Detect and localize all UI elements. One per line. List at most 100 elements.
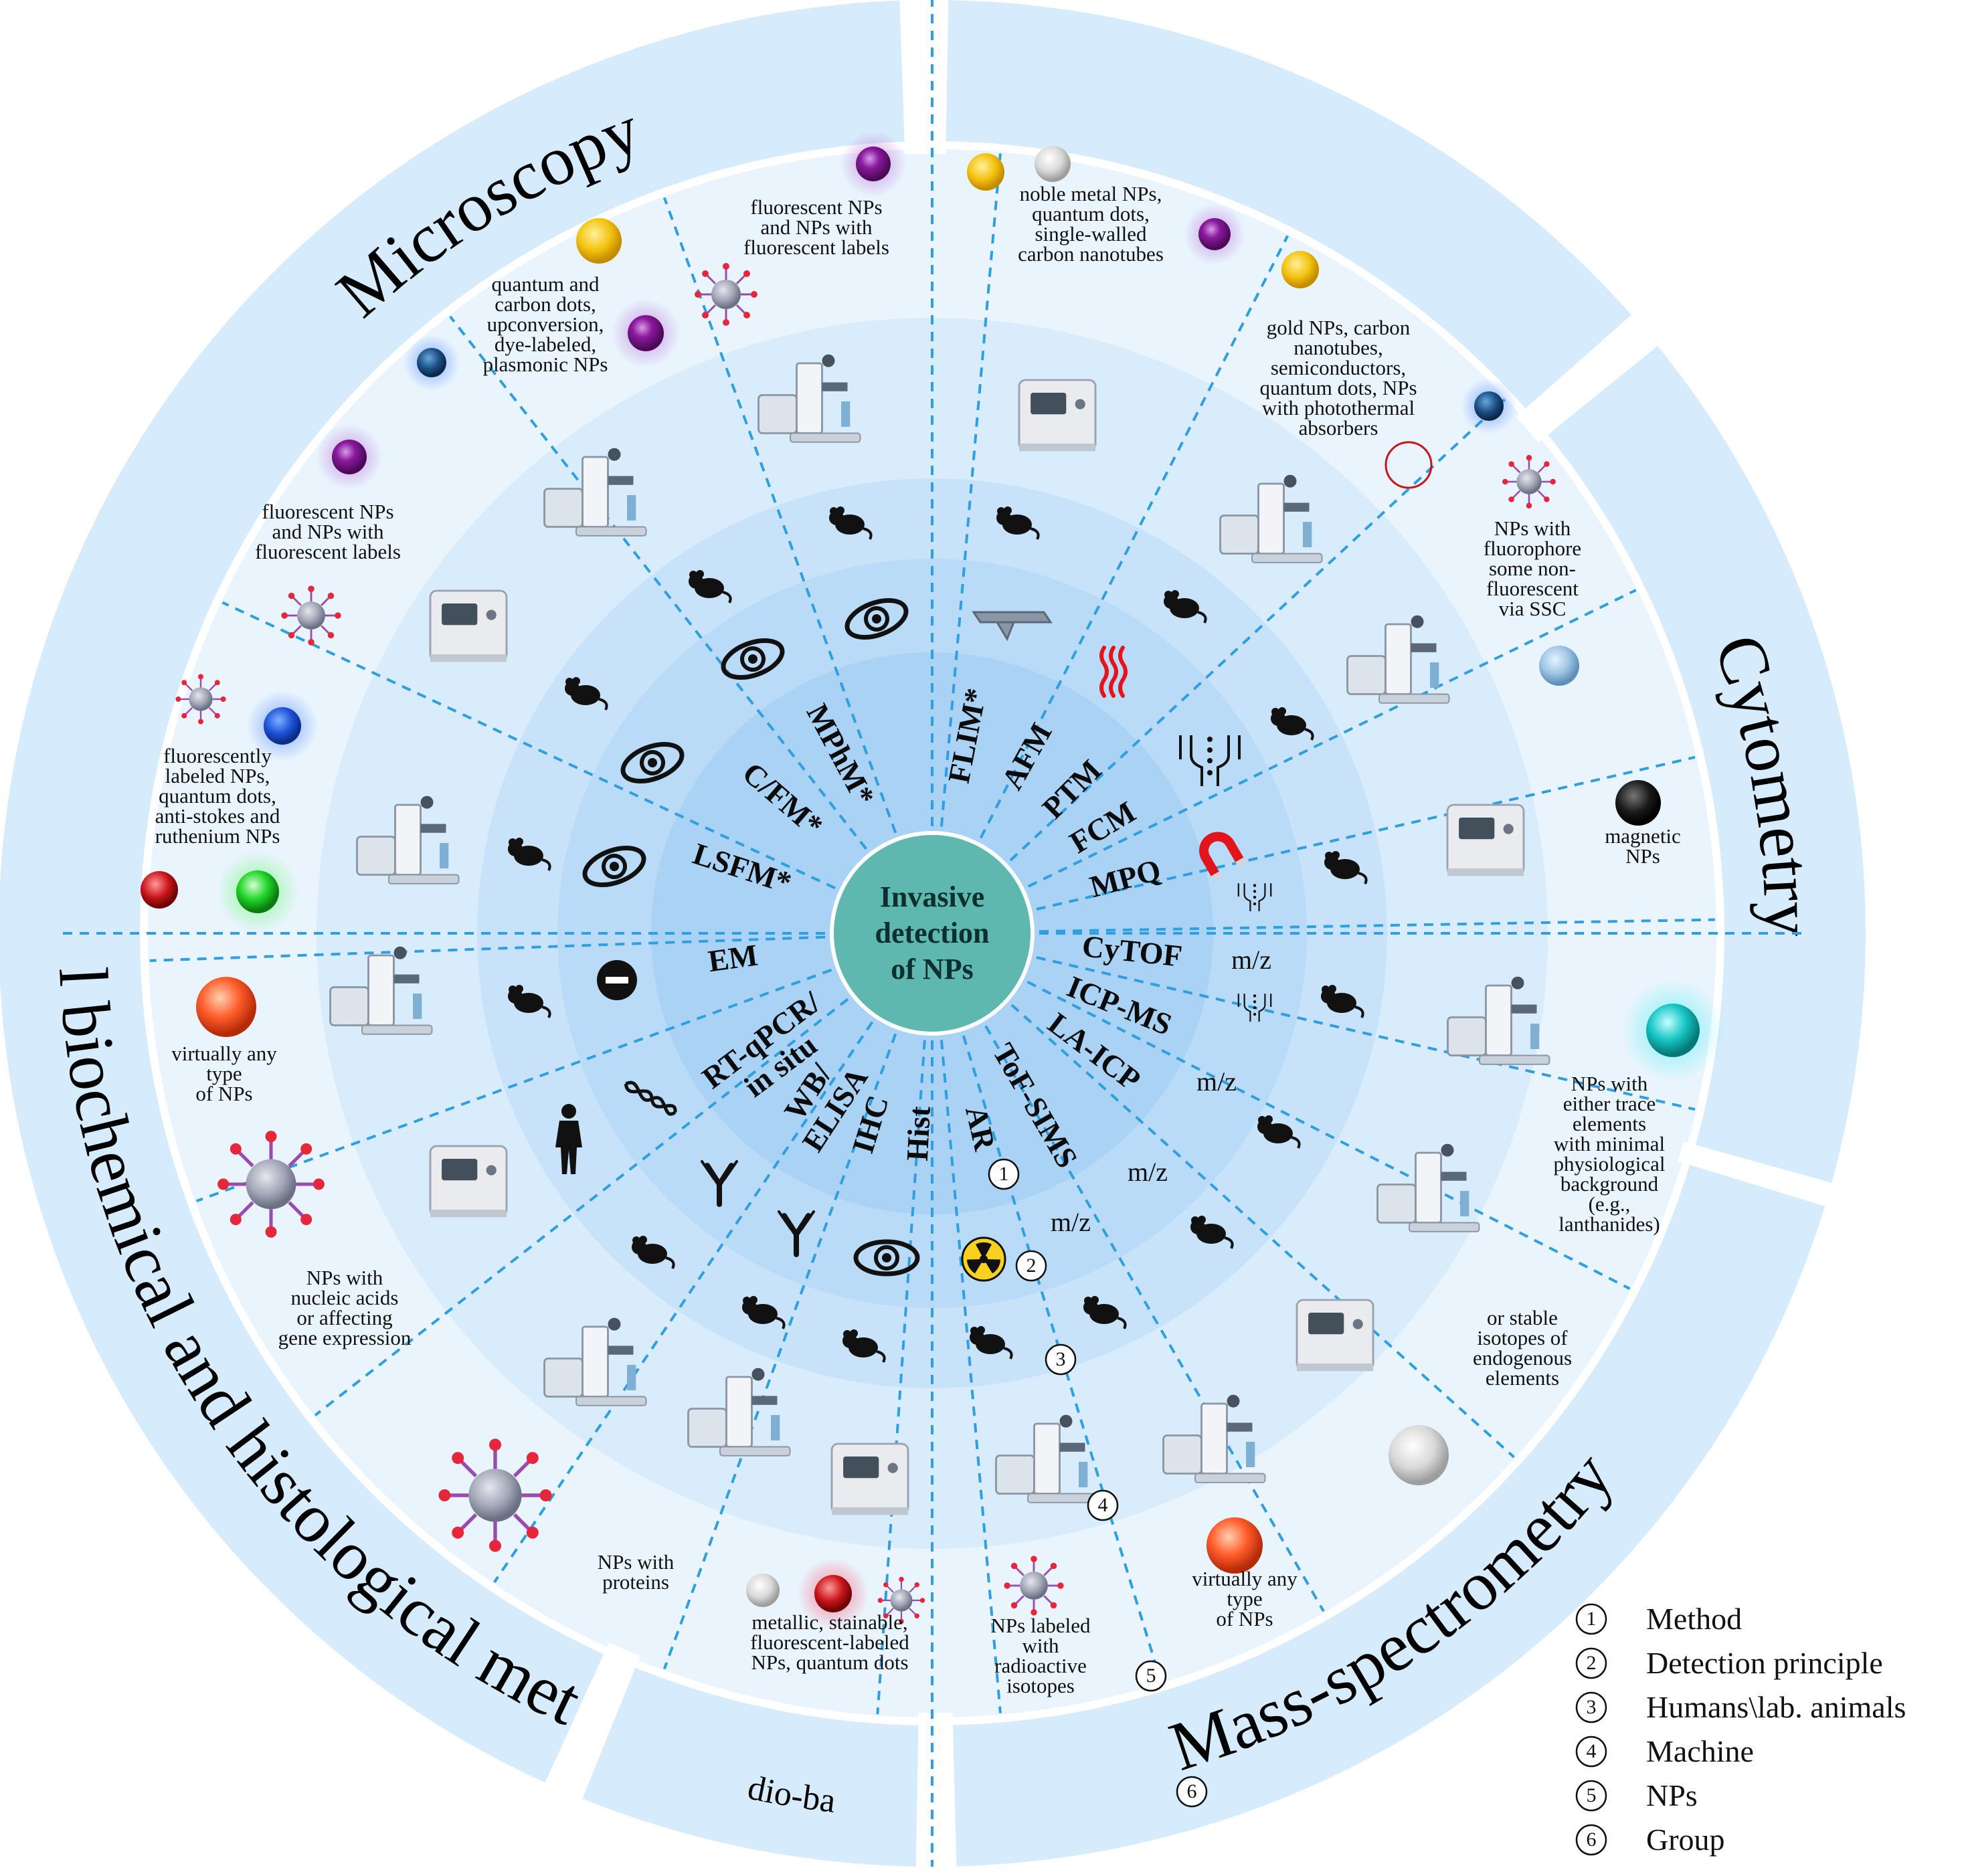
np-labeled-ar xyxy=(1002,1554,1065,1617)
np-tof-line-1: type xyxy=(1227,1587,1262,1610)
np-cytof-line-6: (e.g., xyxy=(1589,1192,1631,1216)
separator-5 xyxy=(1039,918,1715,933)
np-icp-line-1: isotopes of xyxy=(1477,1326,1568,1349)
np-afm-line-2: single-walled xyxy=(1035,222,1147,246)
np-red-hist xyxy=(814,1575,852,1612)
legend-item-1: 1 Method xyxy=(1575,1602,1742,1636)
legend-text-1: Method xyxy=(1646,1602,1742,1636)
separator-16 xyxy=(195,968,832,1203)
human-icon xyxy=(555,1104,582,1174)
heat-wave-icon-0 xyxy=(1099,646,1109,698)
np-lsfm-line-0: fluorescently xyxy=(163,744,272,767)
np-flim-line-1: and NPs with xyxy=(760,215,873,239)
machine-icon-4 xyxy=(1446,804,1525,877)
np-mphm-line-3: dye-labeled, xyxy=(495,333,596,356)
np-fcm-line-4: via SSC xyxy=(1499,597,1567,620)
separator-6 xyxy=(1036,956,1696,1111)
np-fluor-fcm xyxy=(1501,454,1557,510)
separator-3 xyxy=(1027,589,1637,888)
np-mphm-line-2: upconversion, xyxy=(487,312,604,336)
np-lsfm-line-2: quantum dots, xyxy=(159,784,276,808)
np-fluor-lsfm xyxy=(175,673,227,725)
legend-item-4: 4 Machine xyxy=(1575,1734,1754,1768)
np-cyan-cytof xyxy=(1646,1004,1700,1057)
np-rt-line-0: NPs with xyxy=(306,1266,383,1289)
np-mphm-line-4: plasmonic NPs xyxy=(483,353,608,376)
band-gap-3 xyxy=(915,1712,957,1870)
callout-1: 1 xyxy=(988,1158,1020,1190)
separator-13 xyxy=(662,1033,897,1670)
legend-text-2: Detection principle xyxy=(1646,1646,1883,1680)
callout-5: 5 xyxy=(1135,1660,1167,1692)
np-rt-line-2: or affecting xyxy=(296,1306,392,1329)
np-mphm-line-0: quantum and xyxy=(492,272,600,296)
np-mpq-line-1: NPs xyxy=(1625,844,1660,868)
afm-tip-icon xyxy=(972,611,1053,642)
legend-number-3: 3 xyxy=(1587,1696,1597,1718)
heat-wave-icon-2 xyxy=(1118,646,1128,698)
np-rt-line-1: nucleic acids xyxy=(291,1286,399,1309)
np-ptm-line-2: semiconductors, xyxy=(1271,356,1406,379)
np-ptm-line-1: nanotubes, xyxy=(1293,336,1382,359)
callout-number-6: 6 xyxy=(1187,1780,1197,1802)
machine-icon-13 xyxy=(429,1145,508,1218)
separator-8 xyxy=(1010,1004,1515,1459)
method-hist: Hist xyxy=(900,1105,937,1161)
callout-number-4: 4 xyxy=(1098,1494,1108,1516)
separator-0 xyxy=(940,153,1002,827)
np-icp-line-3: elements xyxy=(1486,1366,1559,1390)
band-gap-1 xyxy=(1516,312,1661,443)
np-mpq-line-0: magnetic xyxy=(1605,824,1681,848)
magnet-icon xyxy=(1199,832,1247,882)
em-minus-bar xyxy=(606,977,628,983)
legend-number-5: 5 xyxy=(1587,1784,1597,1806)
np-cytof-line-7: lanthanides) xyxy=(1558,1212,1660,1236)
np-purple-cfm xyxy=(332,440,367,474)
np-ar-line-0: NPs labeled xyxy=(991,1614,1091,1637)
np-rt-line-3: gene expression xyxy=(278,1326,412,1349)
center-circle xyxy=(830,831,1035,1036)
np-ptm-line-4: with photothermal xyxy=(1262,396,1415,419)
np-icp-line-0: or stable xyxy=(1487,1306,1558,1329)
heat-wave-icon-1 xyxy=(1109,646,1118,698)
np-blue-mphm xyxy=(417,348,446,377)
np-blue-ptm xyxy=(1474,391,1504,421)
np-cytof-line-5: background xyxy=(1560,1172,1659,1196)
legend-number-1: 1 xyxy=(1587,1608,1597,1630)
np-lsfm-line-1: labeled NPs, xyxy=(165,764,270,787)
np-dendrimer-ptm xyxy=(1385,441,1433,489)
band-inner-border xyxy=(140,141,1724,1725)
band-gap-4 xyxy=(543,1643,640,1802)
np-cytof-line-2: elements xyxy=(1573,1112,1646,1135)
np-hist-line-2: NPs, quantum dots xyxy=(751,1651,908,1674)
legend-text-5: NPs xyxy=(1646,1778,1698,1812)
separator-11 xyxy=(940,1040,1002,1713)
np-em-line-2: of NPs xyxy=(195,1082,252,1105)
method-em: EM xyxy=(706,937,760,978)
np-flim-line-0: fluorescent NPs xyxy=(750,195,882,219)
legend-text-6: Group xyxy=(1646,1822,1725,1857)
np-em-line-1: type xyxy=(206,1062,242,1085)
legend-text-4: Machine xyxy=(1646,1734,1754,1768)
legend-item-3: 3 Humans\lab. animals xyxy=(1575,1690,1906,1724)
legend-number-4: 4 xyxy=(1587,1740,1597,1762)
np-ihc-line-1: proteins xyxy=(602,1570,669,1594)
np-gold-mphm xyxy=(576,218,622,264)
callout-6: 6 xyxy=(1176,1776,1208,1808)
np-hist-line-1: fluorescent-labeled xyxy=(750,1630,909,1654)
callout-number-3: 3 xyxy=(1056,1348,1066,1370)
np-fcm-line-1: fluorophore xyxy=(1484,537,1581,560)
np-em-line-0: virtually any xyxy=(171,1042,277,1065)
callout-4: 4 xyxy=(1087,1489,1119,1521)
np-afm-line-0: noble metal NPs, xyxy=(1020,182,1162,205)
separator-20 xyxy=(662,197,897,834)
separator-17 xyxy=(149,935,826,962)
center-title-line-1: detection xyxy=(875,917,989,949)
np-cytof-line-0: NPs with xyxy=(1571,1072,1648,1095)
legend-text-3: Humans\lab. animals xyxy=(1646,1690,1906,1724)
radiation-icon xyxy=(961,1236,1006,1282)
